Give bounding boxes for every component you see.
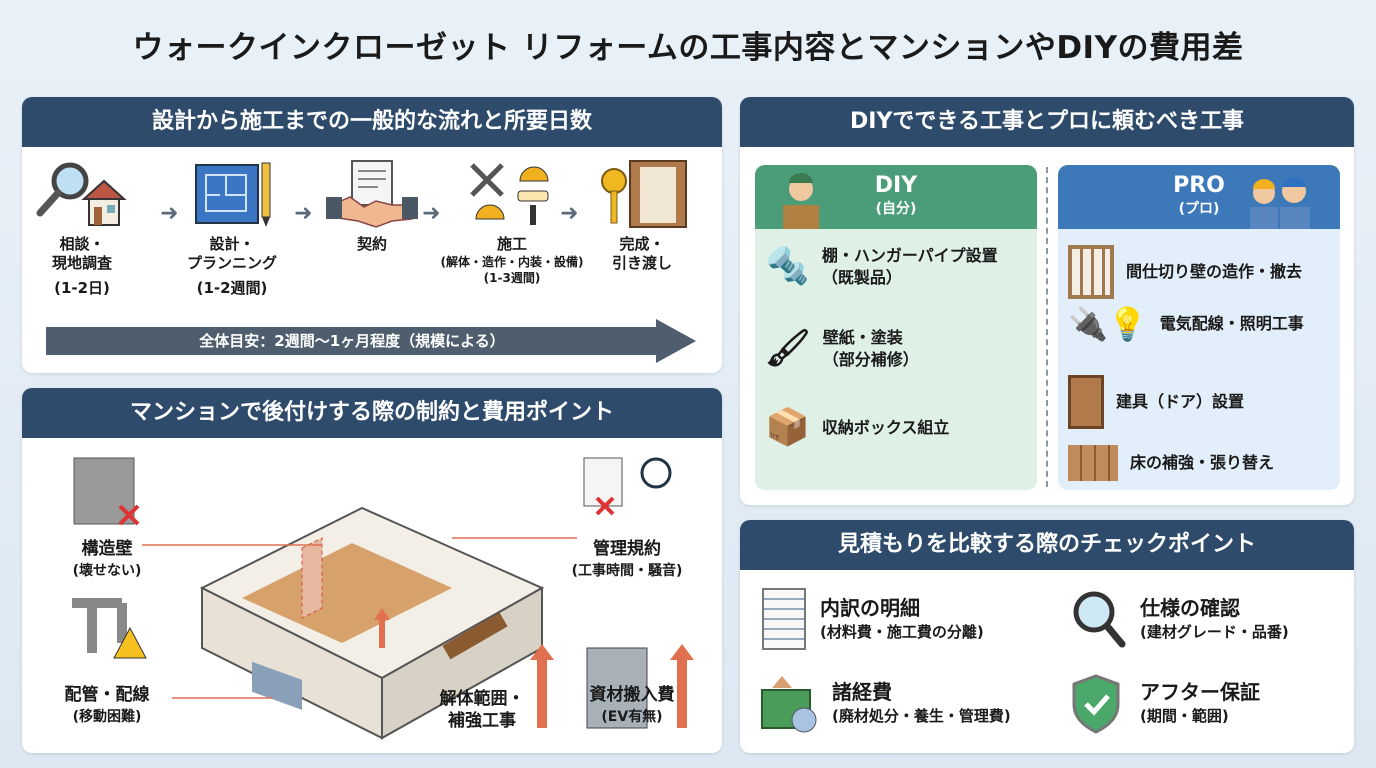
pro-item: 床の補強・張り替え bbox=[1068, 445, 1274, 481]
contract-handshake-icon bbox=[326, 160, 418, 228]
diy-subtitle: (自分) bbox=[875, 201, 917, 217]
constraint-management-rules: 管理規約 (工事時間・騒音) bbox=[547, 538, 707, 582]
step-duration: (1-2日) bbox=[54, 279, 110, 297]
check-sub: (廃材処分・養生・管理費) bbox=[832, 707, 1011, 725]
constraint-sub: (EV有無) bbox=[601, 709, 663, 725]
key-closet-icon bbox=[601, 160, 687, 228]
flow-heading: 設計から施工までの一般的な流れと所要日数 bbox=[22, 97, 722, 147]
pro-workers-icon bbox=[1250, 177, 1310, 229]
total-duration-arrow: 全体目安：2週間〜1ヶ月程度（規模による） bbox=[46, 319, 696, 363]
wallpaper-brush-icon: 🖌 bbox=[765, 328, 811, 369]
apartment-floorplan-illustration bbox=[72, 457, 694, 740]
diy-title: DIY bbox=[874, 173, 918, 198]
door-icon bbox=[1068, 375, 1104, 429]
constraint-sub: (壊せない) bbox=[72, 563, 142, 579]
pro-item: 間仕切り壁の造作・撤去 bbox=[1068, 245, 1302, 299]
step-label: 相談・ 現地調査 bbox=[51, 235, 112, 272]
arrow-right-icon: ➜ bbox=[294, 201, 313, 226]
constraint-label: 管理規約 bbox=[593, 539, 661, 559]
constraint-structural-wall: 構造壁 (壊せない) bbox=[52, 538, 162, 582]
flow-step-construction: 施工 (解体・造作・内装・設備) (1-3週間) bbox=[432, 159, 592, 286]
check-sub: (建材グレード・品番) bbox=[1140, 623, 1289, 641]
pro-column: PRO (プロ) 間仕切り壁の造作・撤去 🔌💡 電気配線・照明工事 建具（ドア）設置… bbox=[1058, 165, 1340, 490]
check-title: 諸経費 bbox=[832, 680, 892, 704]
shelf-drill-icon: 🔩 bbox=[765, 246, 810, 287]
diy-item-label: 棚・ハンガーパイプ設置 （既製品） bbox=[821, 246, 998, 287]
total-duration: 全体目安：2週間〜1ヶ月程度（規模による） bbox=[199, 332, 505, 350]
blueprint-pencil-icon bbox=[195, 162, 271, 227]
mansion-panel: マンションで後付けする際の制約と費用ポイント 構造壁 (壊せない) 配管・配線 (移… bbox=[22, 388, 722, 753]
check-title: 内訳の明細 bbox=[820, 596, 920, 620]
check-title: 仕様の確認 bbox=[1140, 596, 1240, 620]
flow-step-design: 設計・ プランニング (1-2週間) bbox=[172, 159, 292, 298]
tools-helmet-icon bbox=[470, 163, 549, 225]
outlet-bulb-icon: 🔌💡 bbox=[1068, 305, 1148, 343]
arrow-right-icon: ➜ bbox=[560, 201, 579, 226]
flow-step-complete: 完成・ 引き渡し bbox=[582, 159, 702, 273]
cardboard-box-icon: 📦 bbox=[765, 407, 810, 448]
estimate-panel: 見積もりを比較する際のチェックポイント 内訳の明細 (材料費・施工費の分離) 仕様… bbox=[740, 520, 1354, 753]
check-sub: (期間・範囲) bbox=[1140, 707, 1229, 725]
page-title: ウォークインクローゼット リフォームの工事内容とマンションやDIYの費用差 bbox=[132, 30, 1244, 66]
shield-check-icon bbox=[1072, 674, 1120, 734]
step-duration: (解体・造作・内装・設備) (1-3週間) bbox=[440, 255, 584, 285]
check-item: 仕様の確認 (建材グレード・品番) bbox=[1070, 588, 1289, 650]
step-label: 完成・ 引き渡し bbox=[611, 235, 672, 272]
pro-item: 🔌💡 電気配線・照明工事 bbox=[1068, 305, 1304, 343]
document-table-icon bbox=[762, 588, 806, 650]
diy-item: 🖌 壁紙・塗装 （部分補修） bbox=[765, 327, 919, 371]
pro-subtitle: (プロ) bbox=[1178, 201, 1220, 217]
constraint-sub: (工事時間・騒音) bbox=[571, 563, 683, 579]
constraint-sub: (移動困難) bbox=[72, 709, 142, 725]
constraint-material-delivery: 資材搬入費 (EV有無) bbox=[562, 684, 702, 728]
step-label: 契約 bbox=[356, 235, 387, 253]
check-item: 内訳の明細 (材料費・施工費の分離) bbox=[762, 588, 984, 650]
diy-worker-icon bbox=[783, 173, 819, 229]
flow-panel: 設計から施工までの一般的な流れと所要日数 相談・ 現地調査 (1-2日) ➜ 設… bbox=[22, 97, 722, 373]
diy-item-label: 壁紙・塗装 （部分補修） bbox=[822, 328, 919, 369]
magnifier-icon bbox=[1073, 591, 1126, 648]
constraint-piping: 配管・配線 (移動困難) bbox=[42, 684, 172, 728]
diy-item-label: 収納ボックス組立 bbox=[821, 418, 950, 437]
check-item: アフター保証 (期間・範囲) bbox=[1070, 672, 1260, 734]
dumpster-icon bbox=[761, 676, 817, 733]
magnifier-house-icon bbox=[36, 162, 127, 226]
step-label: 施工 bbox=[496, 235, 527, 253]
step-duration: (1-2週間) bbox=[196, 279, 268, 297]
constraint-demolition: 解体範囲・ 補強工事 bbox=[439, 689, 525, 731]
estimate-heading: 見積もりを比較する際のチェックポイント bbox=[740, 520, 1354, 570]
step-label: 設計・ プランニング bbox=[186, 235, 277, 272]
check-sub: (材料費・施工費の分離) bbox=[820, 623, 984, 641]
flow-step-contract: 契約 bbox=[312, 159, 432, 254]
pro-item: 建具（ドア）設置 bbox=[1068, 375, 1244, 429]
diy-pro-panel: DIYでできる工事とプロに頼むべき工事 DIY (自分) 🔩 棚・ハンガーパイプ設置… bbox=[740, 97, 1354, 505]
pro-title: PRO bbox=[1173, 173, 1225, 198]
constraint-label: 構造壁 bbox=[81, 539, 133, 559]
flooring-icon bbox=[1068, 445, 1118, 481]
constraint-label: 資材搬入費 bbox=[589, 685, 675, 705]
column-divider bbox=[1046, 167, 1048, 487]
pro-item-label: 間仕切り壁の造作・撤去 bbox=[1126, 262, 1303, 281]
diy-column: DIY (自分) 🔩 棚・ハンガーパイプ設置 （既製品） 🖌 壁紙・塗装 （部分補修）… bbox=[755, 165, 1037, 490]
arrow-right-icon: ➜ bbox=[160, 201, 179, 226]
pro-item-label: 建具（ドア）設置 bbox=[1116, 392, 1245, 411]
diy-item: 📦 収納ボックス組立 bbox=[765, 407, 950, 448]
wall-frame-icon bbox=[1068, 245, 1114, 299]
mansion-heading: マンションで後付けする際の制約と費用ポイント bbox=[22, 388, 722, 438]
pro-item-label: 電気配線・照明工事 bbox=[1159, 314, 1304, 333]
diy-item: 🔩 棚・ハンガーパイプ設置 （既製品） bbox=[765, 245, 998, 289]
arrow-right-icon: ➜ bbox=[422, 201, 441, 226]
check-title: アフター保証 bbox=[1140, 680, 1260, 704]
flow-step-consult: 相談・ 現地調査 (1-2日) bbox=[22, 159, 142, 298]
pro-item-label: 床の補強・張り替え bbox=[1130, 453, 1275, 472]
check-item: 諸経費 (廃材処分・養生・管理費) bbox=[758, 672, 1011, 734]
constraint-label: 配管・配線 bbox=[64, 685, 150, 705]
diy-pro-heading: DIYでできる工事とプロに頼むべき工事 bbox=[740, 97, 1354, 147]
